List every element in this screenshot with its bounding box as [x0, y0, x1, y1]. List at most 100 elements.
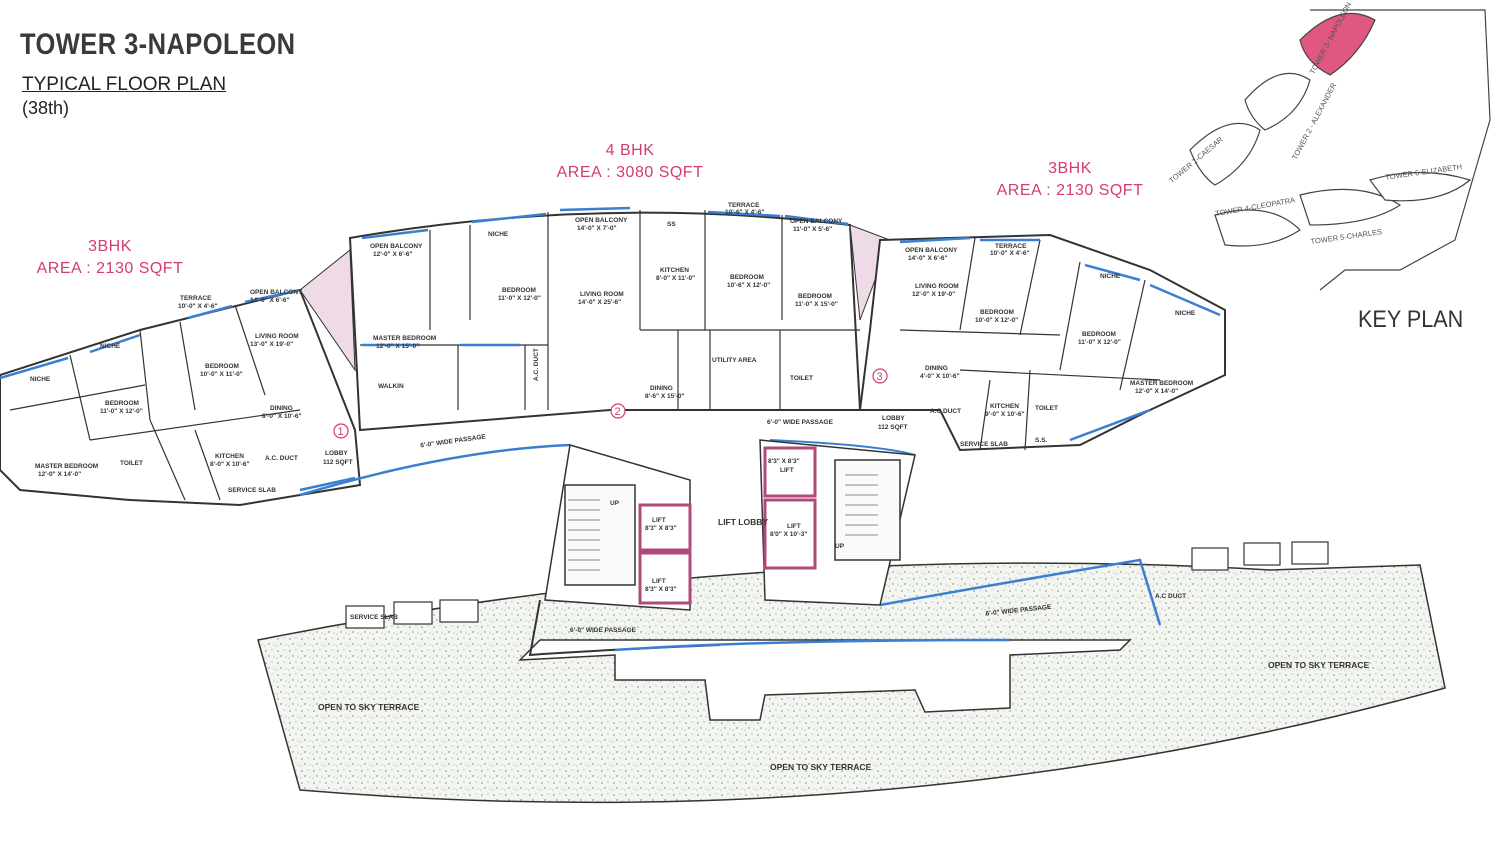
label-up2: UP — [835, 543, 845, 550]
key-plan — [1189, 9, 1491, 291]
key-plan-tower-4 — [1214, 209, 1301, 247]
key-plan-tower-2 — [1244, 72, 1311, 131]
label-center-toilet: TOILET — [790, 375, 813, 382]
label-left-terrace: TERRACE — [180, 295, 212, 302]
key-plan-tower-5 — [1299, 188, 1402, 226]
label-right-dining-dim: 4'-0" X 10'-6" — [920, 373, 960, 380]
key-plan-tower-6 — [1369, 171, 1472, 202]
label-center-balcony2-dim: 14'-0" X 7'-0" — [577, 225, 617, 232]
label-lift4-dim: 8'0" X 10'-3" — [770, 531, 807, 538]
label-center-balcony3: OPEN BALCONY — [790, 218, 843, 225]
terrace-cutout — [518, 639, 1132, 721]
unit-label-center: 4 BHK AREA : 3080 SQFT — [540, 140, 720, 184]
label-left-bedroom1: BEDROOM — [105, 400, 139, 407]
label-center-master-dim: 12'-0" X 15'-0" — [376, 343, 419, 350]
label-left-bedroom1-dim: 11'-0" X 12'-0" — [100, 408, 143, 415]
label-center-living: LIVING ROOM — [580, 291, 624, 298]
label-center-balcony1: OPEN BALCONY — [370, 243, 423, 250]
label-left-lobby: LOBBY — [325, 450, 348, 457]
label-lift1: LIFT — [652, 517, 666, 524]
label-right-balcony: OPEN BALCONY — [905, 247, 958, 254]
label-left-living: LIVING ROOM — [255, 333, 299, 340]
label-right-lobby: LOBBY — [882, 415, 905, 422]
label-up1: UP — [610, 500, 620, 507]
label-left-lobby-area: 112 SQFT — [323, 459, 353, 466]
label-right-balcony-dim: 14'-0" X 6'-6" — [908, 255, 948, 262]
label-left-bedroom2: BEDROOM — [205, 363, 239, 370]
label-right-bedroom1: BEDROOM — [980, 309, 1014, 316]
label-center-bedroom3-dim: 11'-0" X 15'-0" — [795, 301, 838, 308]
label-center-terrace: TERRACE — [728, 202, 760, 209]
stair-right-treads — [845, 474, 878, 536]
label-left-open-balcony: OPEN BALCONY — [250, 289, 303, 296]
label-right-kitchen-dim: 9'-0" X 10'-6" — [985, 411, 1025, 418]
label-passage-right: 6'-0" WIDE PASSAGE — [767, 419, 834, 426]
right-wing-outline — [858, 233, 1226, 452]
label-left-dining: DINING — [270, 405, 293, 412]
unit-label-right: 3BHK AREA : 2130 SQFT — [980, 158, 1160, 202]
label-passage-low-left: 6'-0" WIDE PASSAGE — [570, 627, 637, 634]
label-core-ac-duct: A.C DUCT — [1155, 593, 1186, 600]
svg-text:3: 3 — [877, 371, 883, 383]
label-center-walkin: WALKIN — [378, 383, 404, 390]
label-lift3: LIFT — [780, 467, 794, 474]
left-shaft-shade — [299, 248, 356, 372]
service-slabs-right — [1191, 541, 1329, 571]
label-right-bedroom2-dim: 11'-0" X 12'-0" — [1078, 339, 1121, 346]
label-center-niche: NICHE — [488, 231, 509, 238]
unit-area-left: AREA : 2130 SQFT — [36, 260, 184, 277]
label-passage-left: 6'-0" WIDE PASSAGE — [420, 433, 487, 449]
label-terrace-center: OPEN TO SKY TERRACE — [770, 762, 872, 772]
marker-2: 2 — [610, 403, 626, 419]
stair-left-treads — [568, 499, 600, 571]
label-center-kitchen-dim: 8'-0" X 11'-0" — [656, 275, 695, 282]
center-wing-partitions — [360, 210, 860, 410]
label-left-toilet: TOILET — [120, 460, 143, 467]
key-plan-tower-3 — [1299, 12, 1376, 76]
label-left-kitchen: KITCHEN — [215, 453, 244, 460]
label-left-ac-duct: A.C. DUCT — [265, 455, 298, 462]
left-wing-windows — [0, 288, 356, 492]
passage-lower-curve — [614, 638, 1011, 652]
label-right-niche1: NICHE — [1100, 273, 1121, 280]
unit-type-right: 3BHK — [1048, 160, 1092, 177]
key-plan-site-boundary — [1310, 9, 1491, 291]
unit-area-right: AREA : 2130 SQFT — [996, 182, 1144, 199]
label-left-niche2: NICHE — [100, 343, 121, 350]
label-left-open-balcony-dim: 14'-0" X 6'-6" — [250, 297, 290, 304]
unit-label-left: 3BHK AREA : 2130 SQFT — [20, 236, 200, 280]
key-plan-tower-1 — [1189, 122, 1261, 186]
key-tower-5: TOWER 5-CHARLES — [1310, 227, 1383, 246]
svg-text:2: 2 — [615, 406, 621, 418]
label-center-kitchen: KITCHEN — [660, 267, 689, 274]
label-center-master: MASTER BEDROOM — [373, 335, 436, 342]
lifts-right — [763, 446, 817, 570]
label-terrace-left: OPEN TO SKY TERRACE — [318, 702, 420, 712]
label-left-service-slab: SERVICE SLAB — [228, 487, 276, 494]
label-right-master: MASTER BEDROOM — [1130, 380, 1193, 387]
label-center-balcony2: OPEN BALCONY — [575, 217, 628, 224]
label-center-ac-duct: A.C. DUCT — [533, 348, 540, 381]
service-slabs-left — [345, 599, 479, 629]
label-left-master-dim: 12'-0" X 14'-0" — [38, 471, 81, 478]
passage-lower-right — [879, 558, 1162, 626]
left-wing-partitions — [9, 304, 301, 501]
label-center-bedroom3: BEDROOM — [798, 293, 832, 300]
floor-number: (38th) — [22, 98, 70, 118]
unit-area-center: AREA : 3080 SQFT — [556, 164, 704, 181]
label-right-ss: S.S. — [1035, 437, 1047, 444]
label-center-dining-dim: 8'-6" X 15'-0" — [645, 393, 685, 400]
label-right-terrace: TERRACE — [995, 243, 1027, 250]
label-left-master: MASTER BEDROOM — [35, 463, 98, 470]
page-title: TOWER 3-NAPOLEON — [20, 28, 296, 61]
label-center-balcony1-dim: 12'-0" X 6'-6" — [373, 251, 413, 258]
label-right-living-dim: 12'-0" X 19'-0" — [912, 291, 955, 298]
unit-type-center: 4 BHK — [605, 142, 655, 159]
label-right-service-slab: SERVICE SLAB — [960, 441, 1008, 448]
marker-3: 3 — [872, 368, 888, 384]
label-center-bedroom2: BEDROOM — [730, 274, 764, 281]
center-wing-outline — [348, 211, 862, 432]
label-lift2: LIFT — [652, 578, 666, 585]
plan-subtitle: TYPICAL FLOOR PLAN — [22, 74, 227, 95]
label-lift3-dim: 8'3" X 8'3" — [768, 458, 800, 465]
